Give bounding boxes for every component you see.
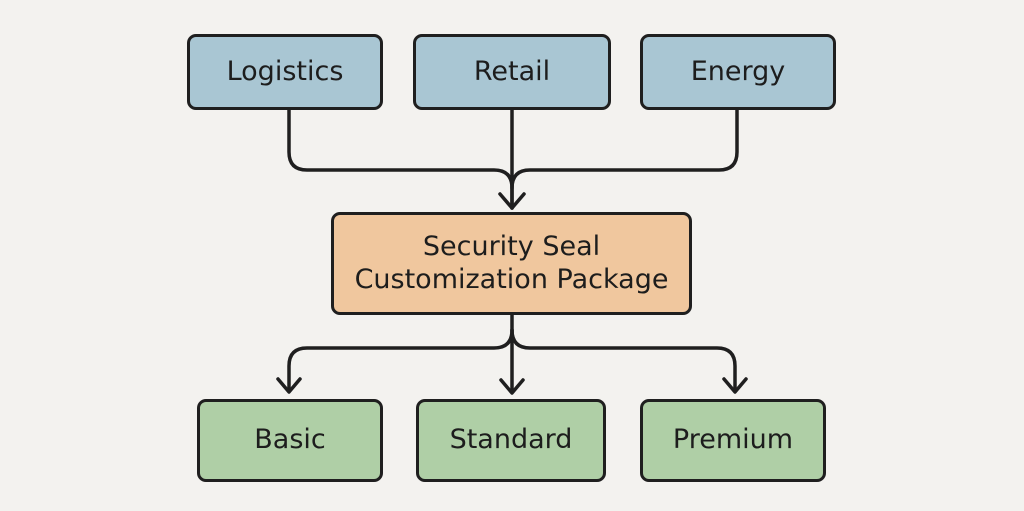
center-node-text: Security Seal Customization Package: [355, 231, 669, 296]
node-label: Energy: [690, 55, 786, 87]
node-label: Retail: [473, 55, 551, 87]
center-node-package: Security Seal Customization Package: [331, 212, 692, 315]
connector-energy-to-center: [510, 108, 739, 190]
center-label-line1: Security Seal: [422, 231, 601, 263]
center-label-line2: Customization Package: [354, 263, 669, 295]
tier-node-basic: Basic: [197, 399, 383, 482]
arrowhead-icon: [499, 378, 525, 395]
arrowhead-icon: [722, 377, 748, 394]
connector-center-to-basic: [287, 328, 514, 393]
connector-center-to-premium: [510, 328, 737, 393]
node-label: Premium: [672, 424, 794, 456]
source-node-logistics: Logistics: [187, 34, 383, 110]
node-label: Logistics: [226, 55, 344, 87]
source-node-retail: Retail: [413, 34, 611, 110]
source-node-energy: Energy: [640, 34, 836, 110]
node-label: Basic: [254, 424, 326, 456]
tier-node-premium: Premium: [640, 399, 826, 482]
connector-logistics-to-center: [287, 108, 514, 210]
tier-node-standard: Standard: [416, 399, 606, 482]
arrowhead-icon: [498, 192, 526, 210]
node-label: Standard: [449, 424, 573, 456]
arrowhead-icon: [276, 377, 302, 394]
